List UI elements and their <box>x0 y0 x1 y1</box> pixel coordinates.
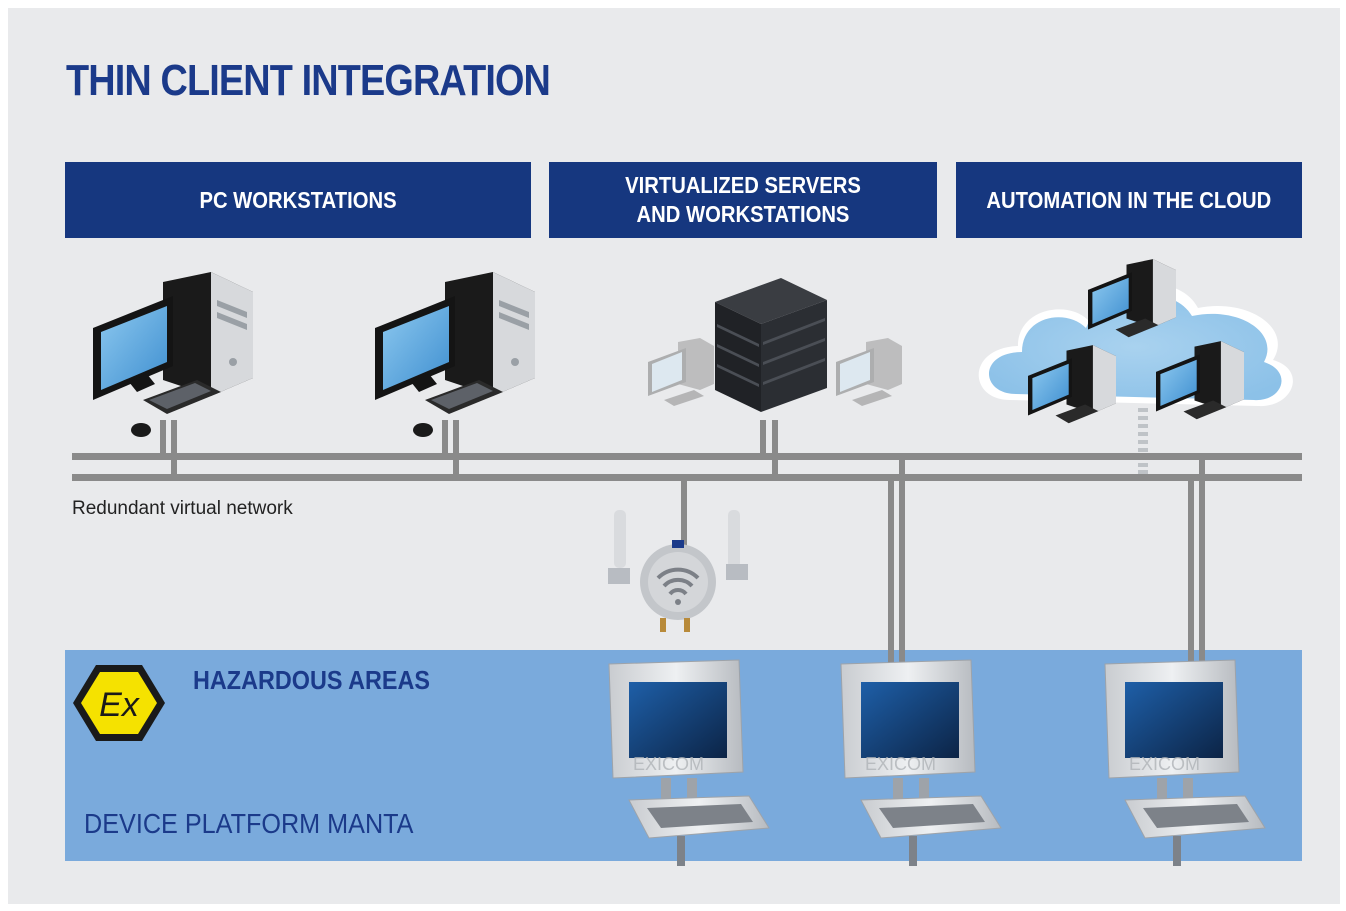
desktop-pc-icon <box>648 338 714 406</box>
category-pc-workstations: PC WORKSTATIONS <box>65 162 531 238</box>
panel-pc-terminal-icon: EXICOM <box>1104 659 1266 866</box>
desktop-pc-icon <box>93 272 253 437</box>
category-automation-cloud: AUTOMATION IN THE CLOUD <box>956 162 1302 238</box>
network-bus <box>72 420 1302 666</box>
desktop-pc-icon <box>1156 341 1244 420</box>
panel-pc-terminal-icon: EXICOM <box>840 659 1002 866</box>
desktop-pc-icon <box>375 272 535 437</box>
category-virtualized-servers: VIRTUALIZED SERVERS AND WORKSTATIONS <box>549 162 937 238</box>
terminal-brand: EXICOM <box>633 754 704 774</box>
desktop-pc-icon <box>1088 259 1176 338</box>
desktop-pc-icon <box>1028 345 1116 424</box>
diagram-graphics: Ex EXICOM EXICOM EXICOM <box>72 259 1302 866</box>
ex-symbol-text: Ex <box>99 686 140 724</box>
diagram-title: THIN CLIENT INTEGRATION <box>66 56 551 105</box>
ex-hazard-icon: Ex <box>73 665 165 741</box>
wireless-access-point-icon <box>608 510 748 632</box>
terminal-brand: EXICOM <box>1129 754 1200 774</box>
network-label: Redundant virtual network <box>72 498 293 519</box>
device-platform-label: DEVICE PLATFORM MANTA <box>84 808 414 839</box>
panel-pc-terminal-icon: EXICOM <box>608 659 770 866</box>
desktop-pc-icon <box>836 338 902 406</box>
server-rack-icon <box>715 278 827 412</box>
diagram-canvas: THIN CLIENT INTEGRATION PC WORKSTATIONS … <box>8 8 1340 904</box>
category-label: VIRTUALIZED SERVERS AND WORKSTATIONS <box>625 172 861 227</box>
category-label: AUTOMATION IN THE CLOUD <box>986 186 1272 213</box>
cloud-link <box>1138 408 1148 474</box>
hazardous-areas-title: HAZARDOUS AREAS <box>193 665 431 695</box>
category-label: PC WORKSTATIONS <box>199 186 397 213</box>
terminal-brand: EXICOM <box>865 754 936 774</box>
